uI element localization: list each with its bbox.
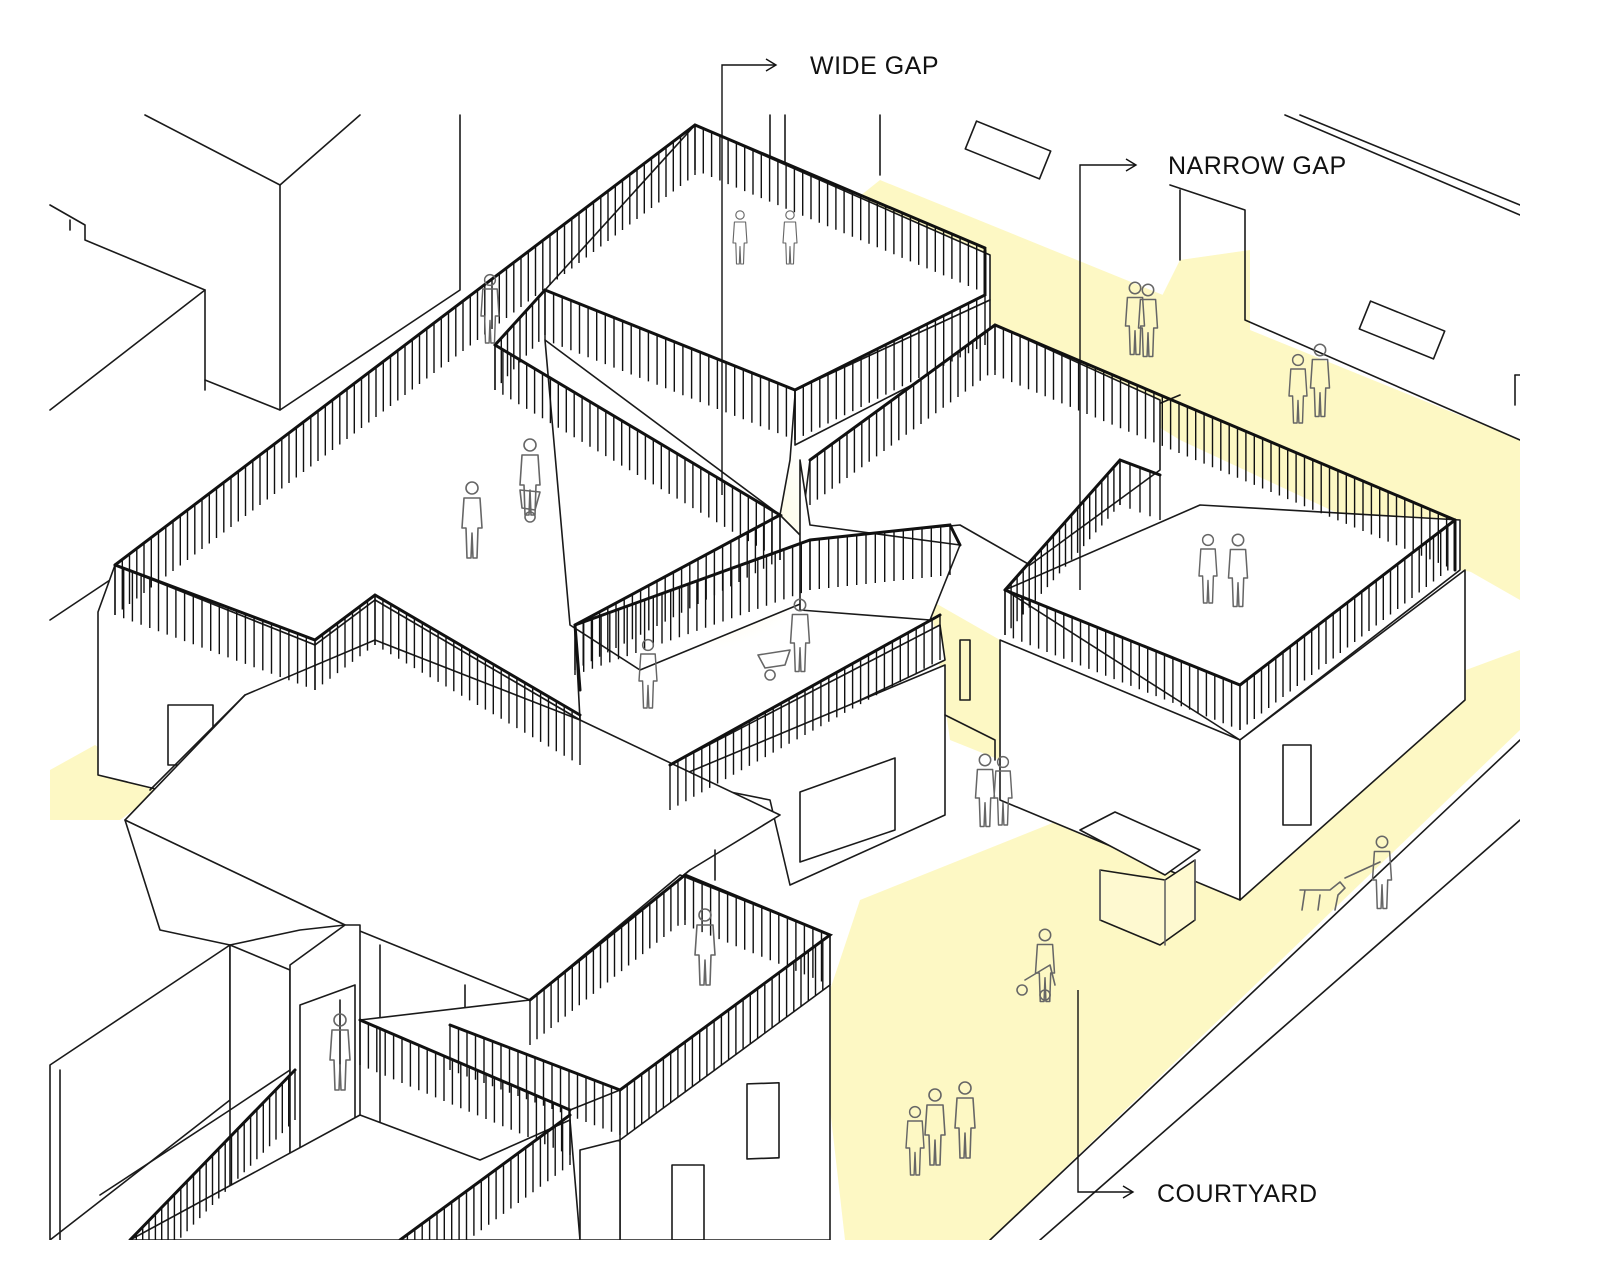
person-figure [461,481,483,559]
person-figure [782,210,798,265]
lower-platform [99,874,831,1240]
person-figure [789,598,811,673]
dog-icon [1299,881,1346,911]
stroller-icon [1016,964,1056,1001]
right-block [959,504,1466,901]
leash-line [1344,861,1381,879]
person-figure [1124,281,1146,356]
person-figure [905,1105,925,1176]
wheelbarrow-icon [519,489,541,523]
person-figure [638,638,658,709]
person-figure [1371,835,1393,910]
upper-block [544,124,991,446]
person-figure [694,908,716,986]
person-figure [1198,533,1218,604]
railings [113,123,1457,1240]
person-figure [993,755,1013,826]
people [329,210,1393,1176]
kiosk [1079,811,1201,946]
person-figure [1288,353,1308,424]
person-figure [1137,283,1159,358]
person-figure [480,273,500,344]
person-figure [329,1013,351,1091]
person-figure [732,210,748,265]
leader-lines [721,58,1138,1199]
person-figure [924,1088,946,1166]
wheelbarrow-icon [757,649,791,681]
person-figure [1309,343,1331,418]
courtyard-label: COURTYARD [1157,1180,1318,1208]
person-figure [1227,533,1249,608]
narrow-gap-label: NARROW GAP [1168,152,1347,180]
person-figure [954,1081,976,1159]
background-buildings [49,114,1520,1240]
wide-gap-label: WIDE GAP [810,52,939,80]
person-figure [519,438,541,516]
person-figure [974,753,996,828]
